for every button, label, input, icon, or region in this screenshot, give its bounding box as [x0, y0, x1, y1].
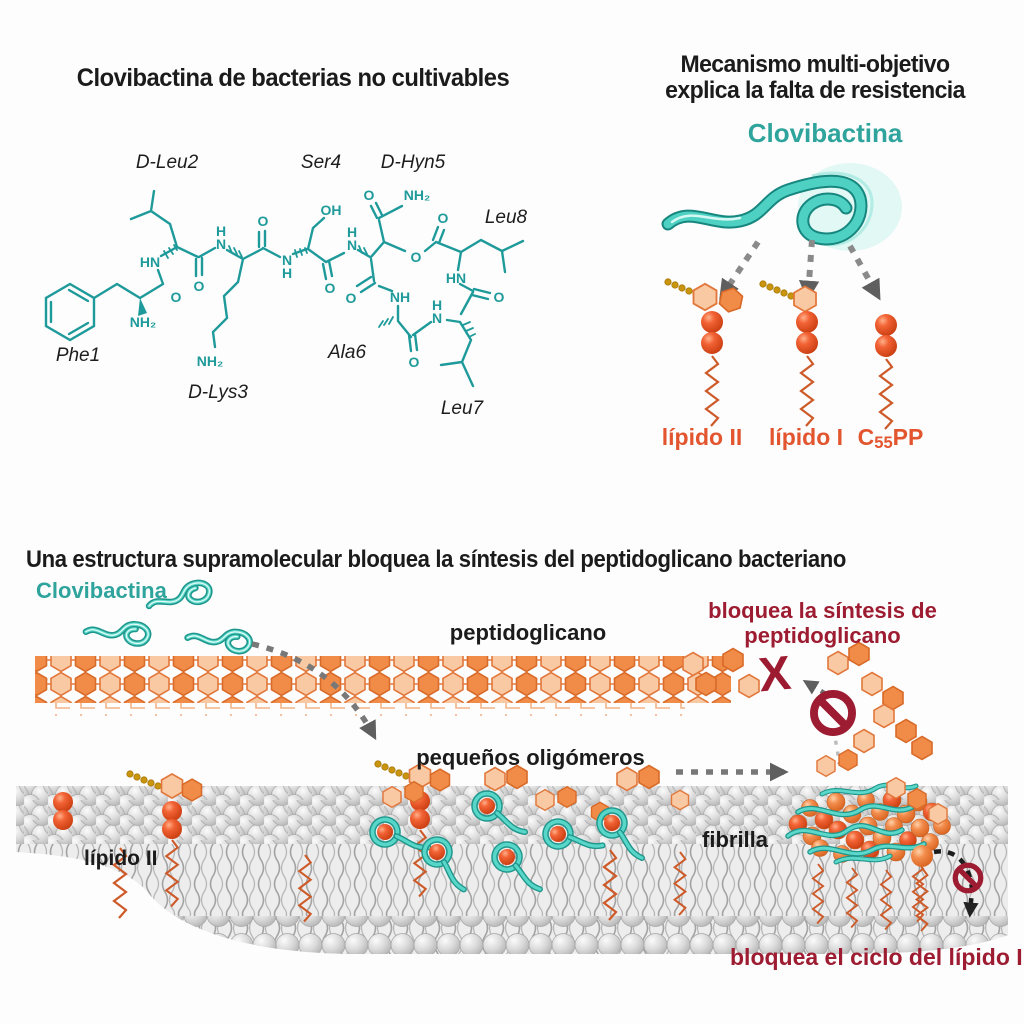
residue-label-dleu2: D-Leu2	[136, 152, 199, 173]
clovibactina-label-bottom: Clovibactina	[36, 578, 167, 603]
glow-arc	[811, 171, 874, 247]
atom-label: OH	[321, 202, 342, 218]
atom-label: N	[216, 236, 226, 252]
atom-label: HN	[446, 270, 466, 286]
block-synthesis-line1: bloquea la síntesis de	[708, 598, 937, 623]
atom-label: H	[347, 224, 357, 240]
c55pp-label: C55PP	[843, 424, 938, 452]
block-synthesis-label: bloquea la síntesis de peptidoglicano	[690, 598, 955, 648]
atom-label: H	[432, 297, 442, 313]
mechanism-panel	[661, 163, 902, 431]
atom-label: O	[325, 280, 336, 296]
panel3-title: Una estructura supramolecular bloquea la…	[26, 546, 847, 573]
blocked-c55pp	[911, 845, 981, 932]
residue-label-dlys3: D-Lys3	[188, 382, 248, 403]
atom-label: H	[216, 223, 226, 239]
atom-label: O	[438, 210, 449, 226]
membrane-panel: X	[16, 582, 1008, 954]
membrane-lipid-II-molecules	[53, 761, 450, 907]
clovibactina-label-top: Clovibactina	[747, 118, 903, 148]
block-cycle-label: bloquea el ciclo del lípido II	[730, 944, 1024, 970]
fibril-teal-strands	[785, 782, 927, 865]
x-mark: X	[757, 647, 794, 703]
residue-label-phe1: Phe1	[56, 345, 100, 366]
atom-label: N	[432, 310, 442, 326]
target-arrows	[719, 239, 881, 302]
lipid-I-target	[759, 280, 818, 428]
oligomers-label: pequeños oligómeros	[416, 745, 645, 770]
panel2-title: Mecanismo multi-objetivo explica la falt…	[633, 52, 998, 104]
arrow-to-membrane	[251, 641, 377, 741]
lipid-II-target	[664, 278, 745, 428]
atom-label: O	[411, 249, 422, 265]
arrow-to-x	[802, 680, 828, 696]
lipid-I-label: lípido I	[768, 424, 844, 450]
atom-label: HN	[140, 254, 160, 270]
peptidoglicano-label: peptidoglicano	[449, 620, 607, 645]
residue-label-dhyn5: D-Hyn5	[381, 152, 446, 173]
atom-label: NH₂	[130, 314, 156, 330]
peptidoglycan-row-1	[35, 656, 731, 680]
benzene-double-bonds	[49, 288, 90, 336]
hash-bonds	[163, 244, 476, 338]
residue-label-leu8: Leu8	[485, 207, 528, 228]
backbone-bonds	[92, 189, 525, 388]
membrane-lipid-II-label: lípido II	[84, 847, 158, 870]
atom-label: O	[258, 213, 269, 229]
atom-label: O	[346, 290, 357, 306]
atom-label: H	[282, 265, 292, 281]
fibril-label: fibrilla	[702, 827, 769, 852]
atom-label: NH₂	[197, 353, 223, 369]
benzene-ring	[44, 282, 96, 342]
c55pp-pre: C	[857, 424, 875, 450]
peptidoglycan-crosslinks	[45, 703, 685, 716]
panel2-title-line2: explica la falta de resistencia	[665, 77, 965, 104]
residue-label-leu7: Leu7	[441, 398, 485, 419]
residue-label-ala6: Ala6	[327, 342, 366, 363]
atom-label: O	[194, 278, 205, 294]
fibril-cluster	[785, 748, 951, 931]
atom-label: O	[171, 289, 182, 305]
atom-label: O	[364, 187, 375, 203]
residue-labels: Phe1 D-Leu2 D-Lys3 Ser4 D-Hyn5 Ala6 Leu7…	[56, 152, 528, 419]
atom-label: NH₂	[404, 187, 430, 203]
atom-label: O	[494, 289, 505, 305]
atom-labels: HN NH₂ O O H N NH₂ O N H OH O H N O NH₂ …	[130, 187, 505, 370]
peptidoglycan-row-2	[35, 679, 731, 703]
wedge-bond	[138, 298, 147, 316]
c55pp-post: PP	[892, 424, 924, 450]
chemical-structure: HN NH₂ O O H N NH₂ O N H OH O H N O NH₂ …	[44, 152, 528, 419]
c55pp-sub: 55	[874, 432, 893, 452]
residue-label-ser4: Ser4	[301, 152, 341, 173]
atom-label: N	[347, 237, 357, 253]
atom-label: NH	[390, 289, 410, 305]
block-synthesis-line2: peptidoglicano	[744, 623, 901, 648]
atom-label: N	[282, 252, 292, 268]
atom-label: O	[409, 354, 420, 370]
panel2-title-line1: Mecanismo multi-objetivo	[680, 51, 950, 78]
panel1-title: Clovibactina de bacterias no cultivables	[76, 64, 510, 92]
prohibition-icon	[814, 694, 852, 732]
c55pp-target	[875, 314, 897, 431]
lipid-II-label: lípido II	[661, 424, 743, 450]
clovibactin-molecule-icon	[661, 174, 868, 246]
